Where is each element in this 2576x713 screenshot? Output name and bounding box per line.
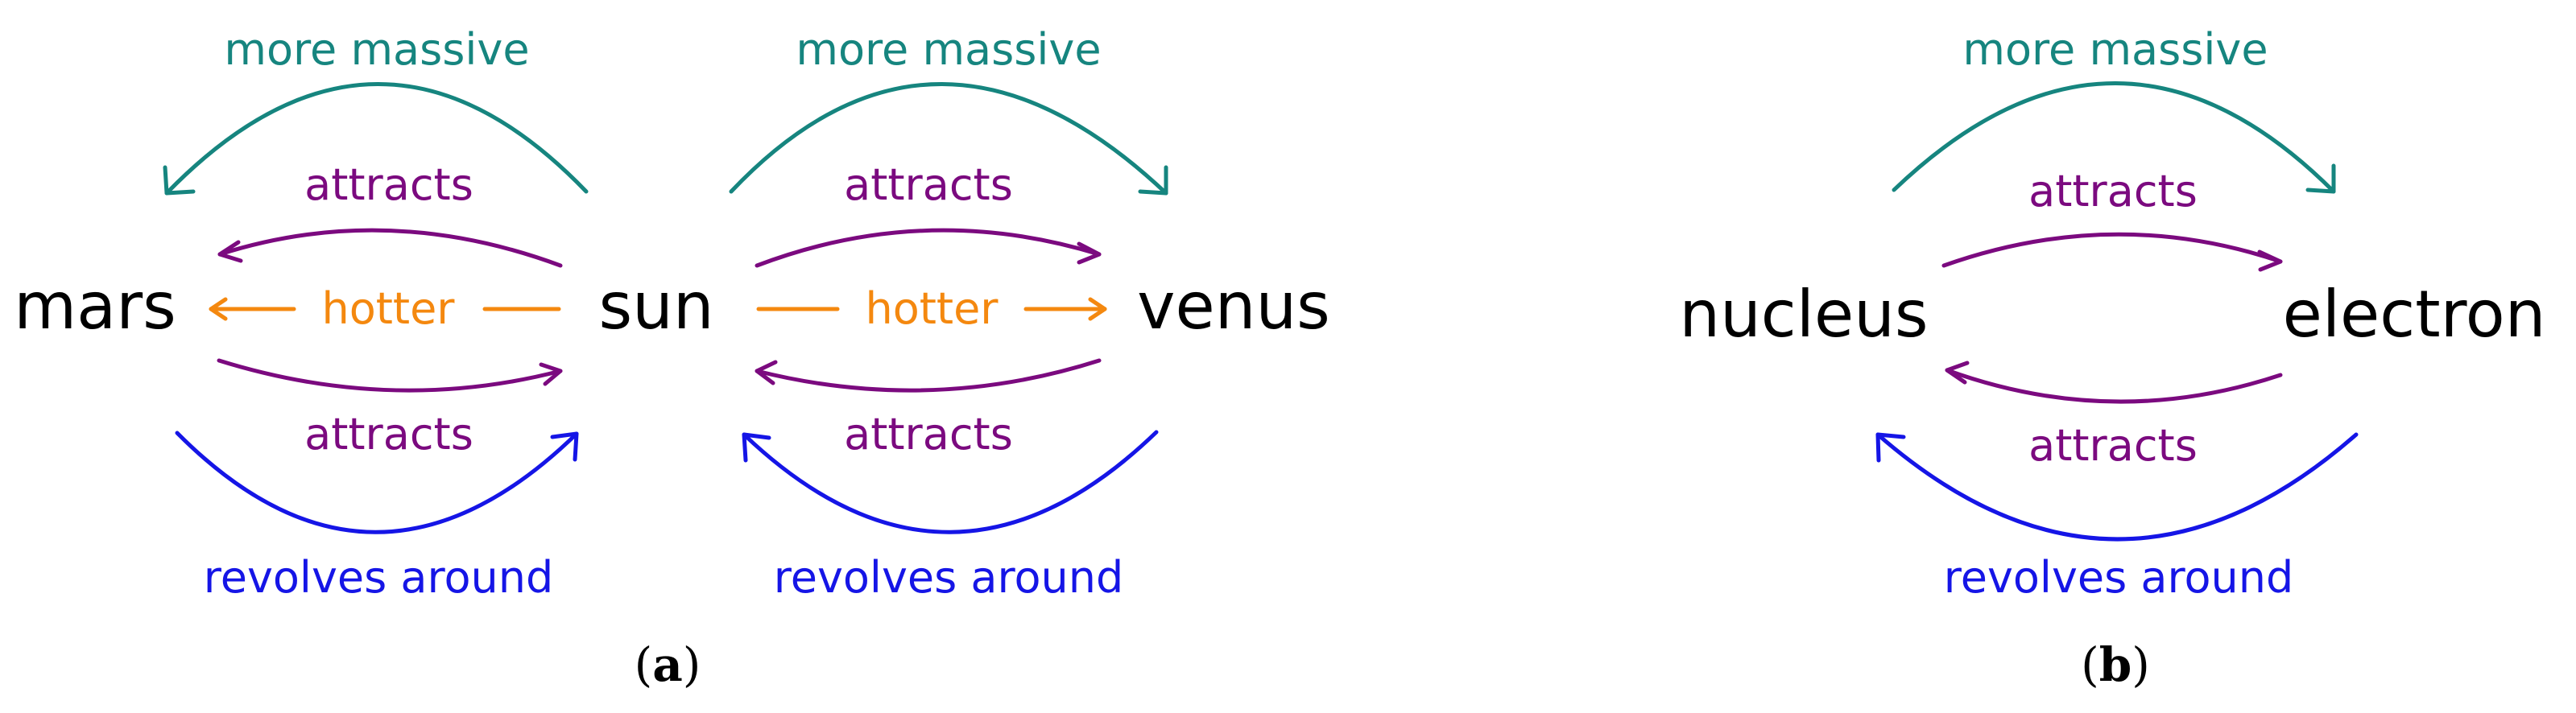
edge-sun-venus-attracts (755, 228, 1102, 268)
edge-venus-sun-revolves-around (742, 430, 1159, 534)
edge-nucleus-electron-more-massive (1892, 81, 2336, 194)
label-sun-mars-more-massive: more massive (224, 24, 529, 75)
arrowhead-venus-sun-revolves-around (742, 432, 771, 463)
caption-b-letter: b (2099, 637, 2132, 692)
arrowhead-sun-mars-hotter (209, 297, 228, 321)
arrowhead-nucleus-electron-attracts (2257, 249, 2283, 272)
edge-nucleus-electron-attracts (1941, 232, 2283, 268)
caption-a-letter: a (652, 637, 683, 692)
arrowhead-electron-nucleus-attracts (1945, 361, 1970, 385)
label-mars-sun-attracts: attracts (304, 409, 473, 460)
label-nucleus-electron-attracts: attracts (2028, 166, 2198, 216)
arrowhead-sun-mars-more-massive (163, 165, 196, 196)
label-venus-sun-revolves-around: revolves around (774, 552, 1124, 603)
node-venus: venus (1137, 269, 1330, 344)
edge-sun-venus-more-massive (729, 82, 1168, 196)
label-electron-nucleus-attracts: attracts (2028, 420, 2198, 471)
edge-mars-sun-attracts (217, 358, 563, 393)
label-venus-sun-attracts: attracts (844, 409, 1013, 460)
arrowhead-sun-venus-more-massive (1138, 165, 1168, 196)
arrowhead-sun-venus-attracts (1077, 241, 1102, 265)
label-sun-venus-hotter: hotter (865, 283, 999, 334)
arrowhead-venus-sun-attracts (755, 360, 778, 385)
arrowhead-mars-sun-revolves-around (550, 431, 579, 462)
arrowhead-mars-sun-attracts (539, 362, 563, 386)
edge-sun-mars-attracts (217, 228, 563, 268)
label-electron-nucleus-revolves-around: revolves around (1944, 552, 2294, 603)
label-sun-mars-hotter: hotter (321, 283, 455, 334)
edge-venus-sun-attracts (755, 358, 1102, 393)
label-sun-venus-attracts: attracts (844, 159, 1013, 210)
label-sun-venus-more-massive: more massive (796, 24, 1101, 75)
label-sun-mars-attracts: attracts (304, 159, 473, 210)
panel-b: nucleus electron more massive attracts a… (1679, 24, 2545, 692)
arrowhead-nucleus-electron-more-massive (2305, 163, 2336, 194)
node-electron: electron (2283, 277, 2546, 352)
edge-sun-mars-more-massive (164, 82, 589, 196)
arrowhead-sun-venus-hotter (1088, 297, 1107, 321)
arrowhead-sun-mars-attracts (217, 240, 243, 263)
caption-b: (b) (2081, 637, 2150, 692)
arrowhead-electron-nucleus-revolves-around (1875, 432, 1906, 463)
edge-electron-nucleus-revolves-around (1875, 432, 2359, 542)
label-nucleus-electron-more-massive: more massive (1962, 24, 2268, 75)
node-nucleus: nucleus (1679, 277, 1928, 352)
node-mars: mars (14, 269, 176, 344)
panel-a: mars sun venus more massive attracts hot… (14, 24, 1330, 692)
edge-electron-nucleus-attracts (1945, 368, 2283, 404)
edge-mars-sun-revolves-around (175, 431, 579, 534)
node-sun: sun (598, 269, 713, 344)
label-mars-sun-revolves-around: revolves around (204, 552, 554, 603)
caption-a: (a) (635, 637, 701, 692)
